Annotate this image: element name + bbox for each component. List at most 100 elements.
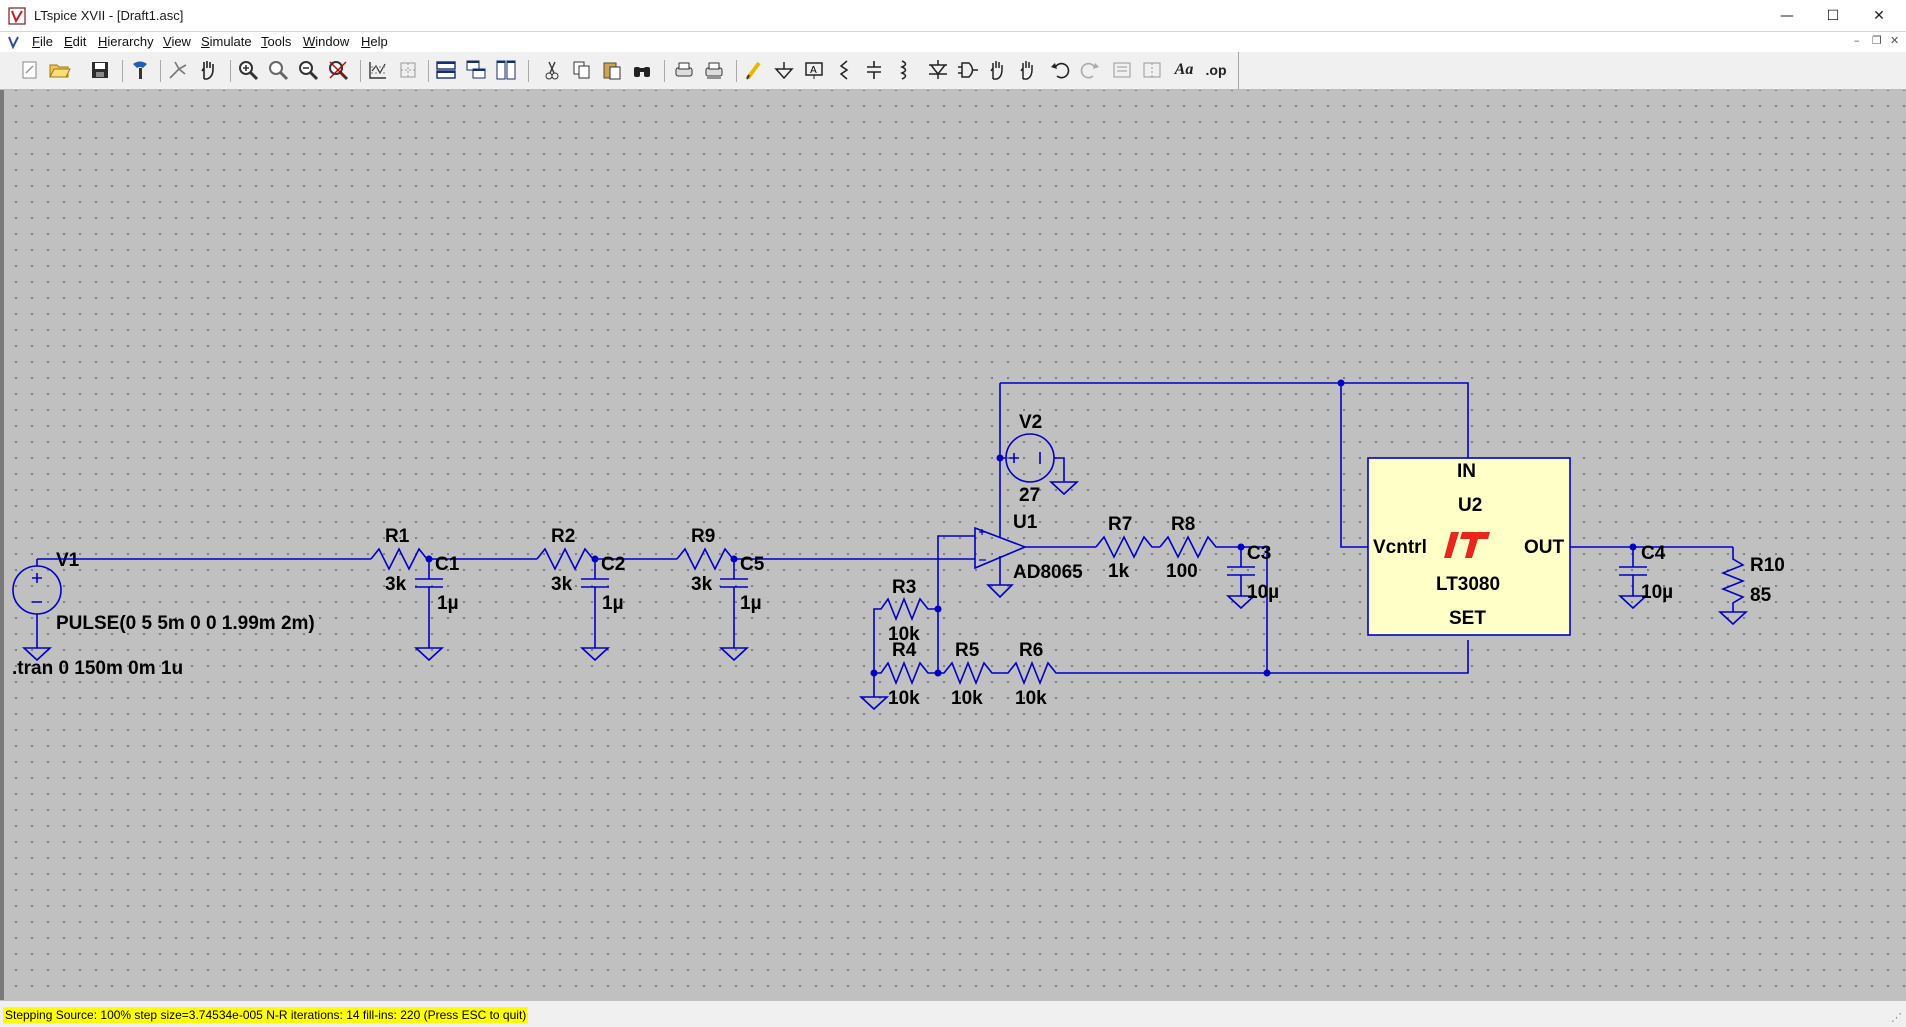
ltspice-app-icon[interactable] [8,7,26,25]
label-net-icon[interactable]: A [802,58,826,82]
spice-directive-icon[interactable]: .op [1205,62,1227,78]
diode-icon[interactable] [926,58,950,82]
text-icon[interactable]: Aa [1174,61,1194,78]
r8-name: R8 [1171,514,1195,535]
c3-value: 10µ [1247,582,1279,603]
menu-edit[interactable]: Edit [64,34,87,49]
component-r7[interactable] [1095,535,1160,559]
component-c5[interactable] [718,559,750,662]
v2-name: V2 [1019,412,1042,433]
r9-value: 3k [691,574,713,595]
component-icon[interactable] [956,58,980,82]
r4-value: 10k [888,688,920,709]
zoom-fit-icon[interactable] [326,58,350,82]
ground-icon[interactable] [772,58,796,82]
save-icon[interactable] [88,58,112,82]
mdi-restore-button[interactable]: ❐ [1872,34,1882,47]
schematic-drawing[interactable]: V1 PULSE(0 5 5m 0 0 1.99m 2m) .tran 0 15… [4,90,1906,1000]
inductor-icon[interactable] [892,58,916,82]
title-bar: LTspice XVII - [Draft1.asc] — ☐ ✕ [0,0,1906,32]
schematic-canvas[interactable]: V1 PULSE(0 5 5m 0 0 1.99m 2m) .tran 0 15… [0,90,1906,1000]
component-c3[interactable] [1225,546,1268,673]
resize-grip-icon[interactable]: ⋰ [1891,1012,1902,1024]
menu-help[interactable]: Help [361,34,388,49]
open-file-icon[interactable] [48,58,72,82]
close-window-button[interactable]: ✕ [1873,8,1885,24]
menu-simulate[interactable]: Simulate [201,34,252,49]
r8-value: 100 [1166,561,1198,582]
u2-pin-vcntrl: Vcntrl [1373,537,1427,558]
wire[interactable] [1000,382,1469,458]
minimize-window-button[interactable]: — [1780,8,1794,24]
component-r3[interactable] [873,596,938,673]
component-r1[interactable] [370,547,428,571]
spice-directive[interactable]: .tran 0 150m 0m 1u [12,658,183,679]
menu-file[interactable]: File [32,34,53,49]
r2-name: R2 [551,526,575,547]
c5-name: C5 [740,554,765,575]
menu-view[interactable]: View [163,34,191,49]
undo-icon[interactable] [1048,58,1072,82]
draw-wire-icon[interactable] [742,58,766,82]
control-panel-icon[interactable] [128,58,152,82]
autorange-icon[interactable] [366,58,390,82]
tile-vertical-icon[interactable] [494,58,518,82]
toolbar-separator [360,60,361,82]
junction-dot [1629,543,1637,551]
menu-bar: File Edit Hierarchy View Simulate Tools … [0,32,1906,52]
component-v1[interactable] [12,559,62,662]
zoom-pan-icon[interactable] [266,58,290,82]
find-icon[interactable] [630,58,654,82]
move-icon[interactable] [986,58,1010,82]
print-icon[interactable] [672,58,696,82]
toolbar-separator [664,60,665,82]
status-bar: Stepping Source: 100% step size=3.74534e… [0,1000,1906,1027]
component-r2[interactable] [536,547,594,571]
component-r8[interactable] [1159,535,1241,559]
new-schematic-icon[interactable] [18,58,42,82]
component-r4[interactable] [858,660,938,711]
c4-value: 10µ [1641,582,1673,603]
run-icon[interactable] [166,58,190,82]
rotate-icon[interactable] [1110,58,1134,82]
r4-name: R4 [892,640,917,661]
cut-icon[interactable] [540,58,564,82]
toolbar-separator [122,60,123,82]
mdi-minimize-button[interactable]: – [1854,34,1860,47]
maximize-window-button[interactable]: ☐ [1826,8,1840,24]
menu-hierarchy[interactable]: Hierarchy [98,34,154,49]
c2-name: C2 [601,554,625,575]
print-preview-icon[interactable] [702,58,726,82]
c2-value: 1µ [602,593,624,614]
capacitor-icon[interactable] [862,58,886,82]
component-c1[interactable] [413,559,445,662]
grid-icon[interactable] [396,58,420,82]
wire[interactable] [1340,383,1368,548]
redo-icon[interactable] [1078,58,1102,82]
mdi-close-button[interactable]: ✕ [1890,34,1900,47]
component-r9[interactable] [676,547,734,571]
mirror-icon[interactable] [1140,58,1164,82]
toolbar-separator [230,60,231,82]
halt-icon[interactable] [196,58,220,82]
tile-horizontal-icon[interactable] [434,58,458,82]
menu-tools[interactable]: Tools [261,34,292,49]
component-c2[interactable] [579,559,611,662]
zoom-out-icon[interactable] [296,58,320,82]
menu-window[interactable]: Window [303,34,350,49]
component-r6[interactable] [1002,640,1469,686]
component-r5[interactable] [938,660,1002,686]
zoom-in-icon[interactable] [236,58,260,82]
r1-value: 3k [385,574,407,595]
document-system-icon[interactable] [6,35,20,49]
component-u1[interactable] [937,383,1096,673]
paste-icon[interactable] [600,58,624,82]
drag-icon[interactable] [1016,58,1040,82]
v2-value: 27 [1019,485,1040,506]
u2-name: U2 [1458,495,1482,516]
resistor-icon[interactable] [832,58,856,82]
cascade-icon[interactable] [464,58,488,82]
component-u2[interactable] [1367,457,1749,636]
copy-icon[interactable] [570,58,594,82]
u2-pin-in: IN [1457,461,1476,482]
